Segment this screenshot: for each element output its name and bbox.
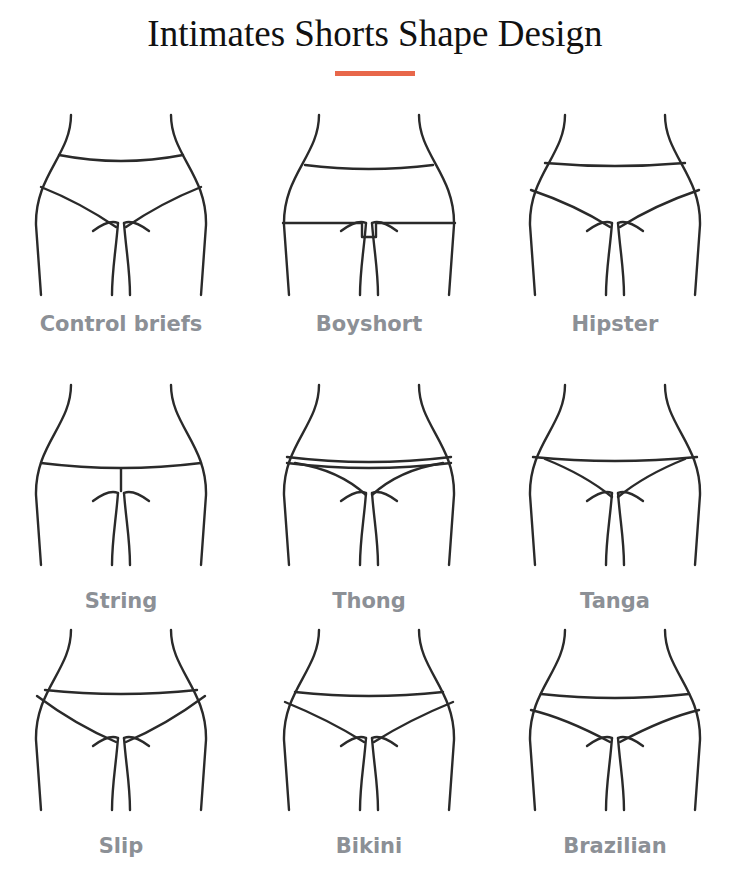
body-outline [171, 115, 206, 295]
half-figure [284, 385, 366, 565]
leg-line [618, 459, 685, 497]
style-label: Brazilian [495, 834, 735, 858]
style-label: Control briefs [1, 312, 241, 336]
garment-line [305, 165, 433, 169]
body-outline [284, 630, 319, 810]
leg-line [374, 702, 453, 742]
leg-line [545, 459, 612, 497]
body-outline [618, 223, 624, 295]
garment-line [283, 223, 455, 237]
leg-line [620, 710, 699, 742]
garment-line [287, 463, 451, 468]
leg-line [126, 187, 201, 227]
leg-line [41, 187, 116, 227]
body-outline [124, 492, 149, 501]
body-outline [112, 223, 118, 295]
half-figure [284, 630, 366, 810]
figure-drawing [530, 385, 700, 565]
garment-line [545, 163, 685, 166]
leg-line [620, 190, 699, 227]
style-label: Bikini [249, 834, 489, 858]
body-outline [606, 223, 612, 295]
garment-line [533, 457, 697, 461]
body-outline [372, 738, 378, 810]
garment-line [295, 692, 443, 696]
body-outline [36, 115, 71, 295]
half-figure [618, 630, 700, 810]
garment-line [120, 469, 122, 491]
body-outline [618, 738, 624, 810]
half-figure [372, 385, 454, 565]
half-figure [36, 630, 118, 810]
body-outline [112, 493, 118, 565]
leg-line [126, 696, 205, 742]
half-figure [530, 115, 612, 295]
body-outline [93, 492, 118, 501]
body-outline [112, 738, 118, 810]
body-outline [372, 492, 397, 501]
body-outline [36, 630, 71, 810]
figure-drawing [36, 630, 206, 810]
body-outline [124, 493, 130, 565]
garment-line [287, 457, 451, 462]
figure-drawing [36, 385, 206, 565]
body-outline [284, 115, 319, 295]
body-outline [618, 493, 624, 565]
figure-drawing [36, 115, 206, 295]
style-label: String [1, 589, 241, 613]
half-figure [124, 630, 206, 810]
half-figure [36, 115, 118, 295]
body-outline [124, 738, 130, 810]
half-figure [36, 385, 118, 565]
body-outline [606, 738, 612, 810]
body-outline [124, 223, 130, 295]
garment-line [59, 155, 183, 161]
leg-line [37, 696, 116, 742]
body-outline [372, 493, 378, 565]
half-figure [372, 630, 454, 810]
body-outline [36, 385, 71, 565]
body-outline [606, 493, 612, 565]
body-outline [171, 385, 206, 565]
figure-drawing [284, 385, 454, 565]
style-label: Hipster [495, 312, 735, 336]
body-outline [665, 385, 700, 565]
body-outline [530, 115, 565, 295]
leg-line [531, 710, 610, 742]
body-outline [530, 385, 565, 565]
half-figure [124, 115, 206, 295]
page-title: Intimates Shorts Shape Design [0, 12, 750, 55]
accent-bar [335, 71, 415, 76]
garment-line [41, 463, 201, 468]
body-outline [171, 630, 206, 810]
half-figure [124, 385, 206, 565]
garment-line [45, 690, 197, 694]
body-outline [360, 738, 366, 810]
style-label: Boyshort [249, 312, 489, 336]
body-outline [419, 630, 454, 810]
figure-drawing [530, 115, 700, 295]
body-outline [419, 385, 454, 565]
body-outline [665, 115, 700, 295]
figure-drawing [530, 630, 700, 810]
half-figure [284, 115, 366, 295]
leg-line [531, 190, 610, 227]
half-figure [372, 115, 454, 295]
figure-drawing [284, 630, 454, 810]
garment-line [541, 694, 689, 698]
style-label: Slip [1, 834, 241, 858]
body-outline [341, 492, 366, 501]
style-label: Tanga [495, 589, 735, 613]
leg-line [285, 702, 364, 742]
figure-drawing [283, 115, 455, 295]
half-figure [530, 385, 612, 565]
half-figure [618, 385, 700, 565]
body-outline [360, 493, 366, 565]
body-outline [284, 385, 319, 565]
style-label: Thong [249, 589, 489, 613]
half-figure [618, 115, 700, 295]
body-outline [419, 115, 454, 295]
half-figure [530, 630, 612, 810]
